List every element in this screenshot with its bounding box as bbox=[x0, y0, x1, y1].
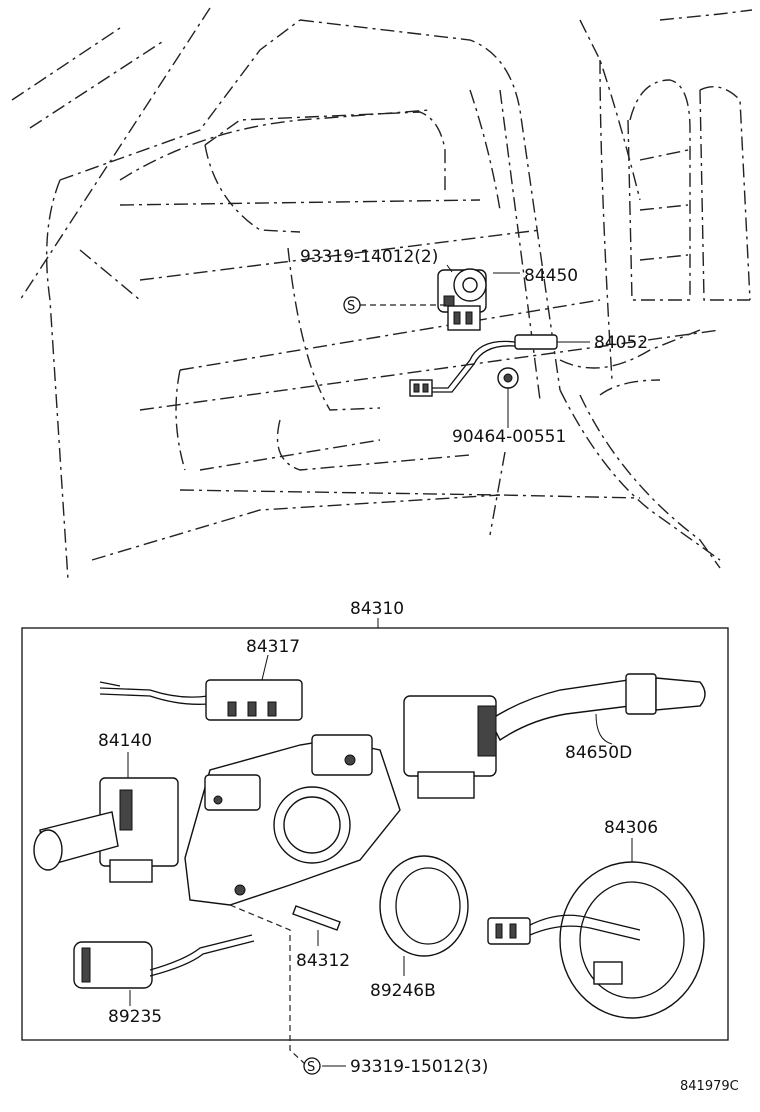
label-wiper-switch: 84650D bbox=[565, 743, 632, 763]
screw-symbol-top-letter: S bbox=[347, 299, 355, 314]
turn-signal-switch-part bbox=[33, 752, 179, 883]
label-screw-bottom: 93319-15012(3) bbox=[350, 1057, 488, 1077]
unlock-warning-switch-part bbox=[409, 334, 558, 397]
label-bolt: 90464-00551 bbox=[452, 427, 566, 447]
label-ring: 89246B bbox=[370, 981, 436, 1001]
switch-body-part bbox=[184, 734, 401, 1065]
bolt-part bbox=[497, 367, 519, 389]
label-unlock-warning-switch: 84052 bbox=[594, 333, 648, 353]
label-spiral-cable: 84306 bbox=[604, 818, 658, 838]
dashboard-outline bbox=[11, 7, 753, 581]
screw-symbol-bottom-letter: S bbox=[307, 1060, 315, 1075]
assembly-frame bbox=[21, 627, 729, 1041]
screw-symbol-top bbox=[343, 296, 361, 314]
diagram-code: 841979C bbox=[680, 1079, 739, 1094]
upper-leader-lines bbox=[360, 264, 590, 428]
label-sensor: 89235 bbox=[108, 1007, 162, 1027]
spiral-cable-part bbox=[487, 838, 705, 1019]
screw-symbol-bottom bbox=[303, 1057, 321, 1075]
pin-part bbox=[292, 905, 341, 946]
label-ignition-switch: 84450 bbox=[524, 266, 578, 286]
wiper-switch-part bbox=[403, 673, 706, 799]
label-combination-switch-assy: 84310 bbox=[350, 599, 404, 619]
harness-unit-part bbox=[99, 654, 303, 721]
label-turn-signal-switch: 84140 bbox=[98, 731, 152, 751]
label-screw-top: 93319-14012(2) bbox=[300, 247, 438, 267]
sensor-part bbox=[73, 934, 255, 1006]
ring-part bbox=[379, 855, 469, 976]
label-harness-unit: 84317 bbox=[246, 637, 300, 657]
label-pin: 84312 bbox=[296, 951, 350, 971]
ignition-switch-part bbox=[437, 268, 487, 331]
